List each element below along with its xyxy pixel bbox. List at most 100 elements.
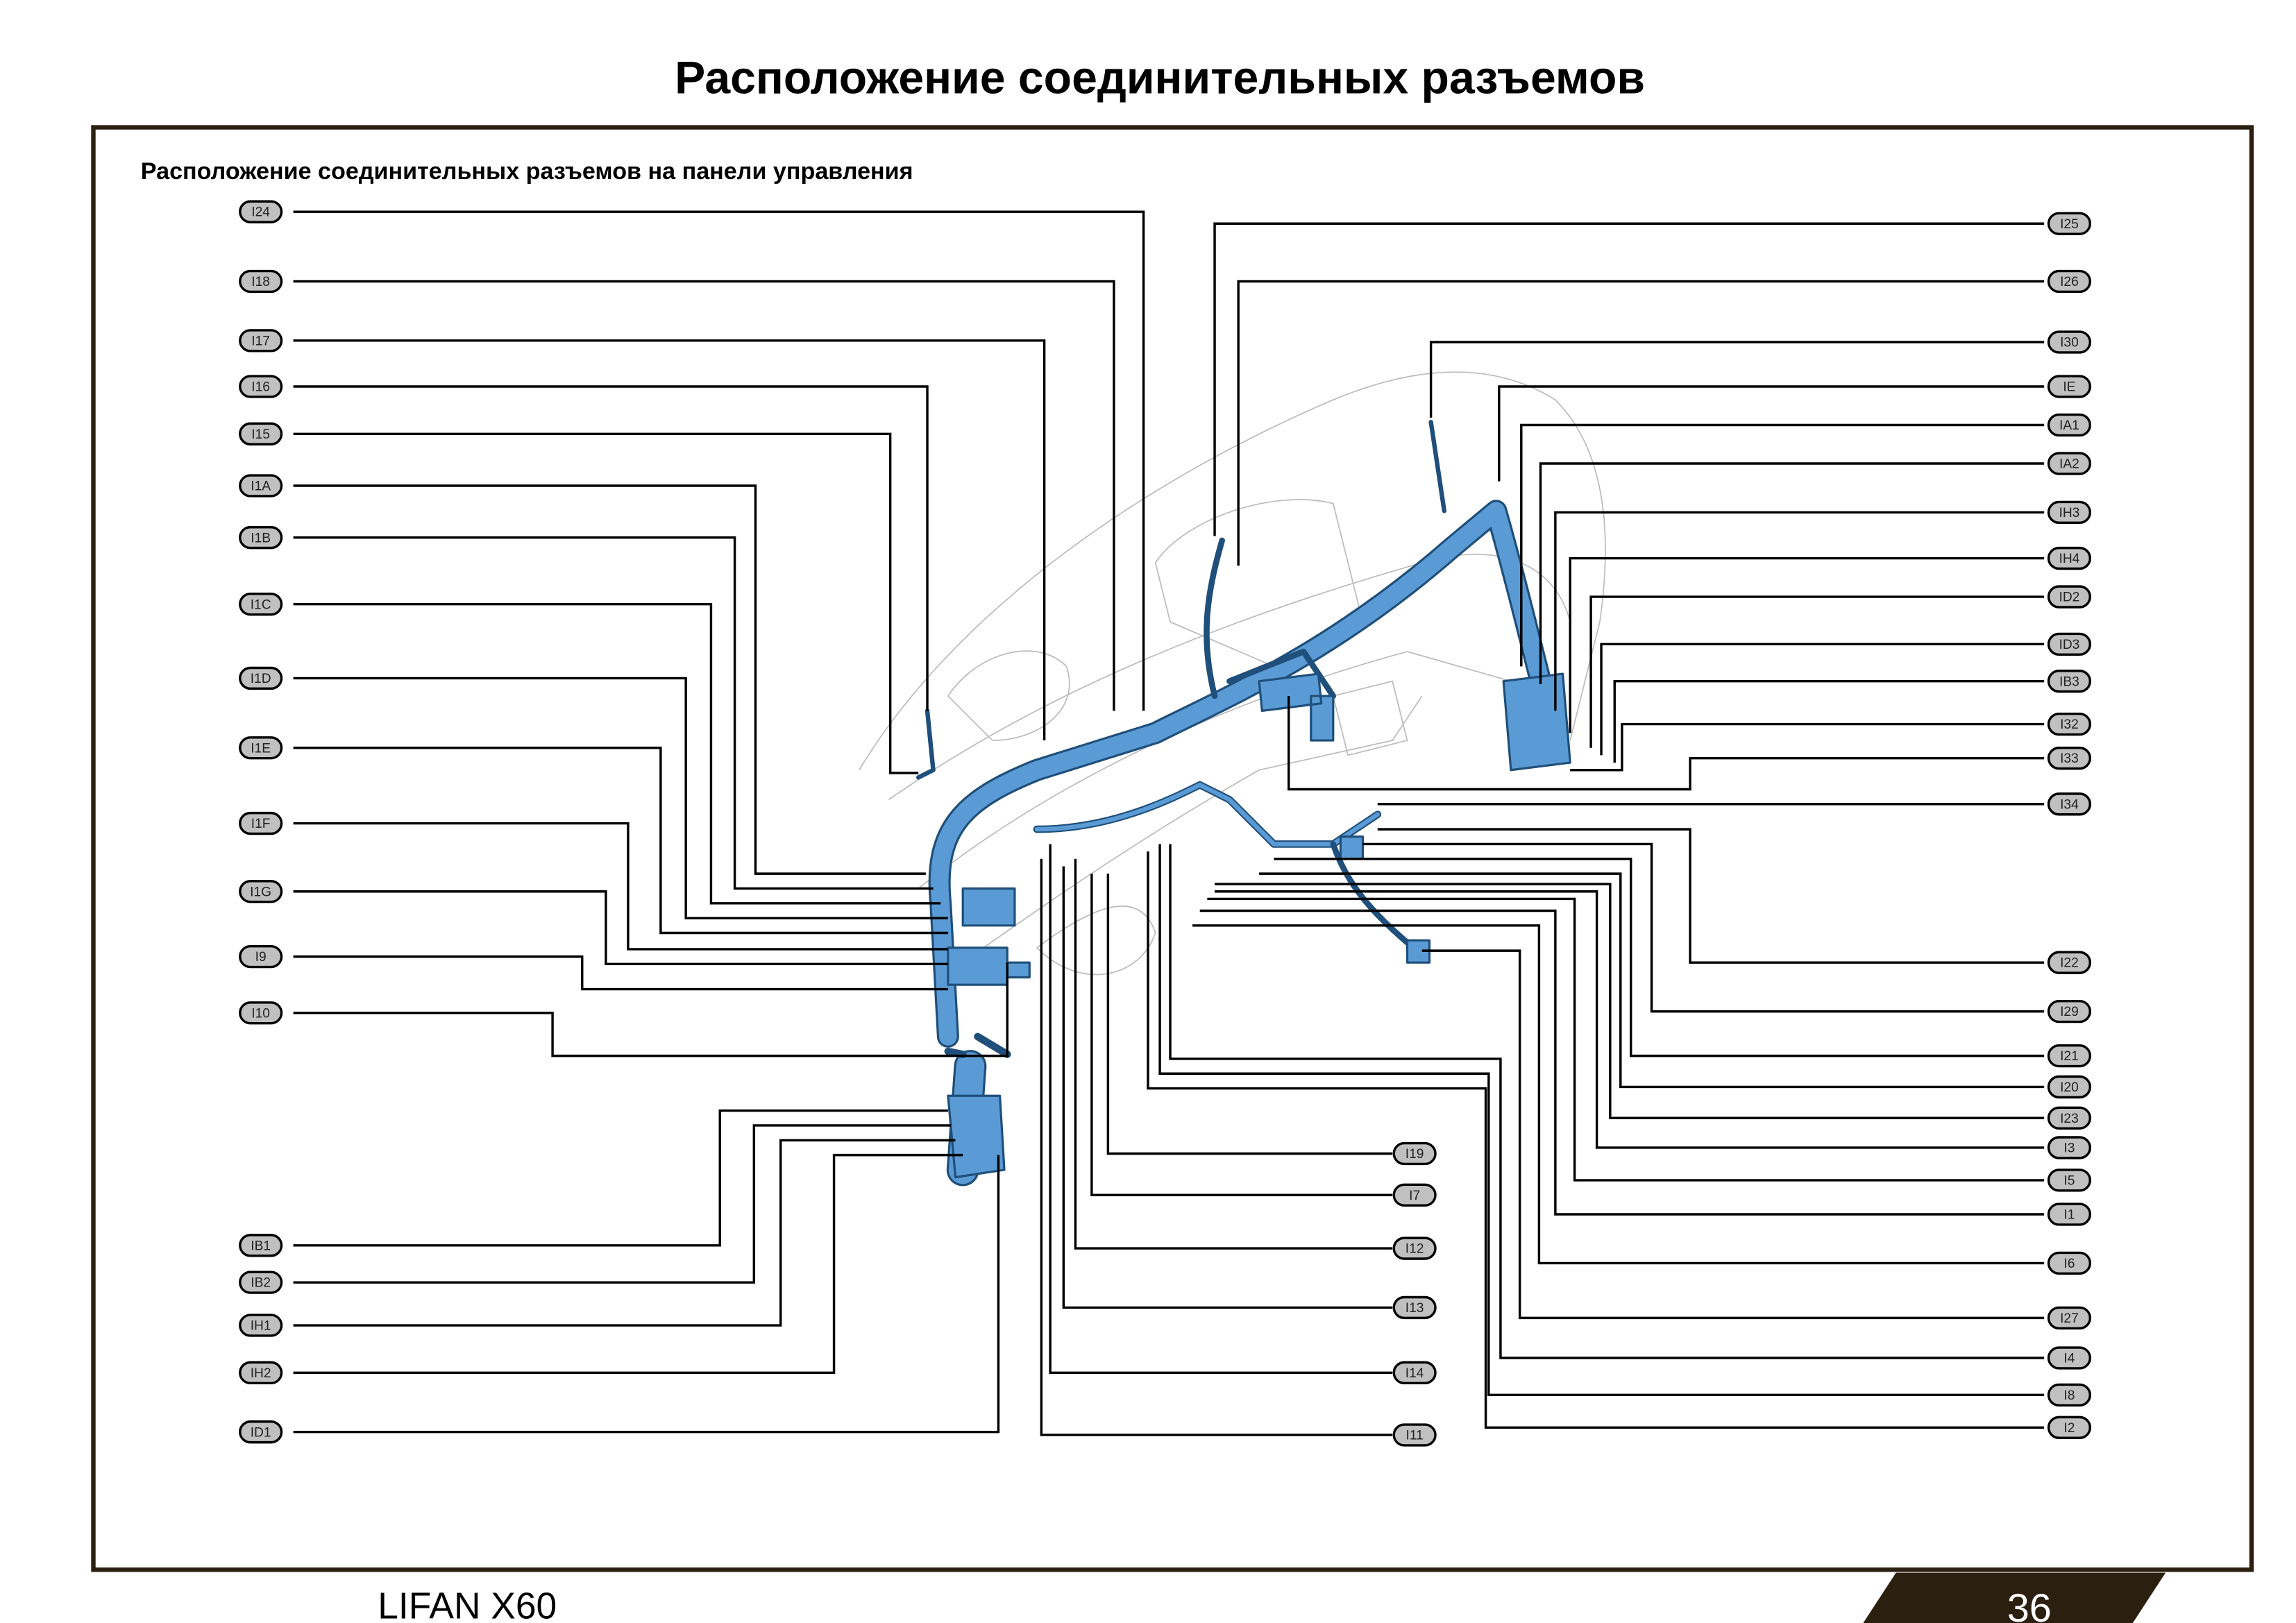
connector-label: I33 — [2060, 751, 2079, 766]
connector-badge-i18 — [239, 269, 283, 294]
connector-label: ID2 — [2059, 590, 2079, 605]
connector-badge-i2 — [2047, 1416, 2092, 1439]
connector-label: I32 — [2060, 717, 2079, 732]
leader-line-i5 — [1207, 897, 2045, 1182]
leader-line-i27 — [1421, 949, 2045, 1320]
connector-label: IB1 — [251, 1239, 271, 1253]
connector-badge-ia1 — [2047, 413, 2092, 437]
connector-badge-i13 — [1392, 1295, 1437, 1320]
connector-label: IE — [2063, 380, 2075, 395]
connector-label: I7 — [1409, 1189, 1420, 1203]
leader-line-ie — [1498, 385, 2045, 482]
connector-label: ID3 — [2059, 638, 2079, 652]
connector-badge-i1c — [239, 593, 283, 616]
connector-badge-ih2 — [239, 1361, 283, 1384]
leader-line-i32 — [1570, 722, 2045, 772]
leader-line-i30 — [1429, 341, 2045, 418]
connector-label: I9 — [255, 950, 267, 965]
leader-line-i1g — [293, 890, 948, 966]
leader-line-i6 — [1192, 924, 2045, 1265]
leader-line-ia1 — [1520, 423, 2045, 667]
connector-badge-i3 — [2047, 1136, 2092, 1159]
leader-line-i25 — [1213, 222, 2045, 536]
connector-label: I1C — [251, 597, 271, 612]
leader-line-i21 — [1274, 858, 2045, 1057]
connector-label: I20 — [2060, 1080, 2079, 1095]
connector-label: I1B — [251, 531, 271, 545]
leader-line-ih1 — [293, 1139, 956, 1327]
leader-line-ib2 — [293, 1124, 952, 1284]
connector-label: I4 — [2063, 1352, 2075, 1366]
leader-line-i1e — [293, 747, 948, 935]
connector-badge-i10 — [239, 1001, 283, 1025]
wiring-harness — [916, 420, 1571, 1187]
connector-badge-i1f — [239, 811, 283, 835]
connector-label: ID1 — [251, 1425, 271, 1440]
connector-label: I3 — [2063, 1141, 2075, 1156]
connector-badge-ih3 — [2047, 500, 2092, 525]
connector-label: I27 — [2060, 1311, 2079, 1326]
connector-badge-i33 — [2047, 747, 2092, 770]
connector-badge-i25 — [2047, 212, 2092, 235]
leader-line-id1 — [293, 1155, 1000, 1434]
connector-label: I11 — [1406, 1429, 1424, 1443]
connector-label: I26 — [2060, 275, 2079, 289]
leader-line-i2 — [1147, 851, 2045, 1429]
connector-badge-i9 — [239, 944, 283, 969]
leader-line-ib1 — [293, 1109, 948, 1247]
connector-badge-i6 — [2047, 1251, 2092, 1275]
connector-badge-i23 — [2047, 1106, 2092, 1130]
connector-badge-i15 — [239, 422, 283, 445]
connector-badge-i21 — [2047, 1044, 2092, 1068]
connector-badge-i8 — [2047, 1383, 2092, 1407]
connector-badge-ia2 — [2047, 452, 2092, 475]
connector-badge-i27 — [2047, 1306, 2092, 1330]
connector-badge-i19 — [1392, 1141, 1437, 1166]
connector-label: I16 — [251, 380, 270, 395]
leader-line-i9 — [293, 955, 948, 991]
connector-labels: I24I18I17I16I15I1AI1BI1CI1DI1EI1FI1GI9I1… — [239, 200, 2092, 1447]
connector-label: I2 — [2063, 1421, 2075, 1436]
leader-line-i26 — [1237, 280, 2045, 566]
connector-label: IH4 — [2059, 552, 2079, 566]
diagram-subtitle: Расположение соединительных разъемов на … — [141, 158, 913, 185]
leader-lines — [293, 210, 2045, 1436]
connector-label: I24 — [251, 205, 270, 220]
leader-line-i13 — [1062, 866, 1393, 1309]
leader-line-i1a — [293, 484, 926, 875]
connector-badge-ih1 — [239, 1314, 283, 1337]
connector-label: IA1 — [2059, 418, 2079, 433]
leader-line-ih2 — [293, 1153, 963, 1375]
leader-line-i1c — [293, 603, 941, 905]
connector-label: I14 — [1406, 1366, 1424, 1381]
connector-badge-i1b — [239, 526, 283, 550]
connector-badge-i1a — [239, 474, 283, 498]
connector-label: I13 — [1406, 1301, 1424, 1316]
connector-badge-id3 — [2047, 632, 2092, 656]
leader-line-i11 — [1040, 858, 1393, 1436]
connector-badge-i1g — [239, 880, 283, 903]
connector-label: I1A — [251, 479, 271, 494]
connector-badge-i24 — [239, 200, 283, 223]
leader-line-i1b — [293, 536, 934, 890]
connector-label: I29 — [2060, 1005, 2079, 1019]
leader-line-i10 — [293, 962, 1008, 1057]
connector-label: I8 — [2063, 1388, 2075, 1403]
connector-badge-id1 — [239, 1420, 283, 1444]
leader-line-i22 — [1377, 828, 2045, 964]
connector-badge-i34 — [2047, 792, 2092, 816]
leader-line-i16 — [293, 385, 929, 711]
connector-badge-ib1 — [239, 1234, 283, 1257]
connector-label: I5 — [2063, 1173, 2075, 1188]
page-number-tab — [1863, 1572, 2166, 1623]
leader-line-id3 — [1600, 643, 2045, 756]
connector-label: I1E — [251, 741, 271, 756]
leader-line-i19 — [1106, 874, 1393, 1155]
diagram-frame — [91, 125, 2254, 1572]
connector-label: IB2 — [251, 1276, 271, 1291]
connector-label: I25 — [2060, 217, 2079, 232]
connector-badge-ie — [2047, 375, 2092, 398]
connector-label: IH2 — [251, 1366, 271, 1381]
connector-badge-i7 — [1392, 1183, 1437, 1207]
